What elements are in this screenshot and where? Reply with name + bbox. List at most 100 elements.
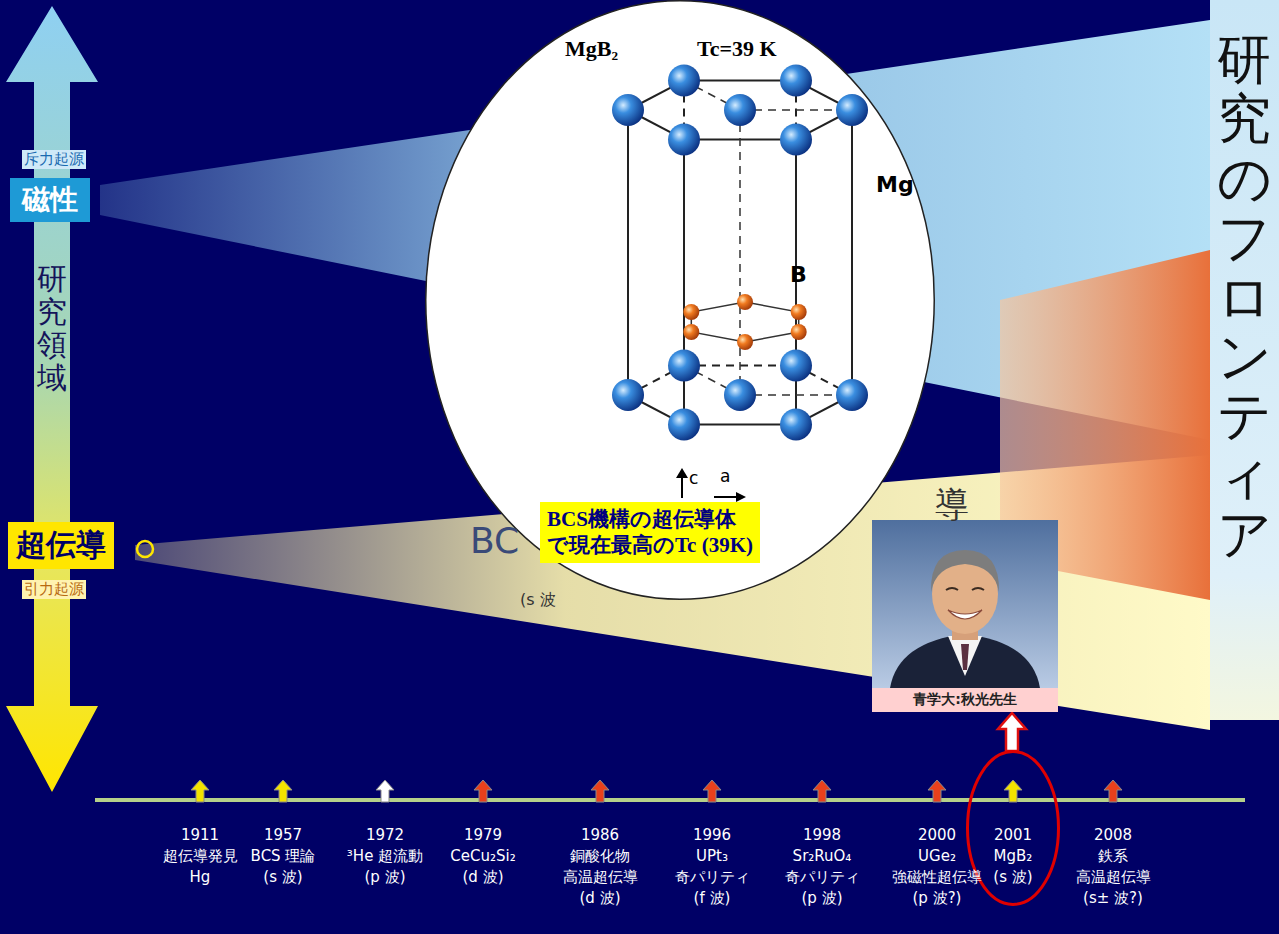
timeline-label: (p 波) [365,868,406,887]
node-text: 超伝導 [16,525,106,566]
node-text: 2001 [994,826,1032,844]
highlight-box: BCS機構の超伝導体で現在最高のTc (39K) [540,502,760,563]
boron-atom [737,294,753,310]
magnesium-atom [668,123,700,155]
timeline-axis [95,798,1245,802]
timeline-arrow [191,780,209,802]
boron-atom [791,304,807,320]
magnesium-atom [724,379,756,411]
axis-head [736,492,746,502]
node-text: 青学大:秋光先生 [872,688,1058,712]
cell-edge [851,110,853,395]
timeline-arrow [1104,780,1122,802]
timeline-arrow [1004,780,1022,802]
timeline-label: CeCu₂Si₂ [450,847,515,865]
timeline-arrow [376,780,394,802]
shirt [948,636,982,676]
boron-atom [683,324,699,340]
timeline-label: BCS 理論 [251,847,316,866]
timeline-label: UGe₂ [918,847,956,865]
cell-dash [739,110,741,395]
ellipse-shape [426,1,935,600]
year-label: 2000 [918,826,956,844]
origin-label: 斥力起源 [22,150,86,169]
cell-edge [684,423,796,425]
origin-circle [137,541,153,557]
axis-label: a [720,466,730,486]
suit [890,634,1040,688]
timeline-label: ³He 超流動 [347,847,423,866]
atom-label: B [790,262,807,287]
year-label: 1986 [581,826,619,844]
timeline-arrow [928,780,946,802]
timeline-label: 銅酸化物 [570,847,630,866]
structure-circle: MgB₂Tc=39 KBCS機構の超伝導体で現在最高のTc (39K) [425,0,935,600]
timeline-label: Hg [190,868,211,886]
timeline-arrow [703,780,721,802]
photo-frame: 青学大:秋光先生 [872,520,1058,712]
magnesium-atom [836,379,868,411]
cell-dash [740,109,852,111]
timeline-label: 奇パリティ [785,868,860,887]
magnesium-atom [836,94,868,126]
timeline-label: (d 波) [580,889,621,908]
magnetism-box: 磁性 [10,178,90,222]
timeline-arrow [813,780,831,802]
frontier-band [1210,0,1279,720]
portrait-photo [872,520,1058,688]
fragment-text: 導 [935,482,969,528]
axis-label: c [689,468,698,488]
year-label: 2008 [1094,826,1132,844]
timeline-label: (p 波?) [913,889,962,908]
cell-edge [684,80,796,82]
timeline-arrow [474,780,492,802]
node-text: (s 波) [993,868,1032,887]
year-label: 1979 [464,826,502,844]
tie [961,644,969,670]
timeline-arrow [274,780,292,802]
eyes [946,588,984,590]
timeline-label: Sr₂RuO₄ [793,847,852,865]
timeline-label: (p 波) [802,889,843,908]
timeline-label: 超伝導発見 [163,847,238,866]
cell-dash [740,394,852,396]
timeline-label: (d 波) [463,868,504,887]
node-text: 磁性 [22,181,78,219]
fragment-text: BC [470,520,519,561]
magnesium-atom [668,408,700,440]
magnesium-atom [780,408,812,440]
timeline-label: 高温超伝導 [1076,868,1151,887]
timeline-label: 高温超伝導 [563,868,638,887]
magnesium-atom [612,379,644,411]
year-label: 1911 [181,826,219,844]
axis-title: 研究領域 [37,262,67,394]
year-label: 1972 [366,826,404,844]
timeline-label: (s± 波?) [1083,889,1143,908]
hair [931,550,999,592]
year-label: 1998 [803,826,841,844]
cell-edge [627,110,629,395]
photo-ground [872,520,1058,688]
node-text: MgB₂ [565,36,618,62]
axis-head [676,468,688,478]
axis-line [714,496,738,498]
timeline-label: 鉄系 [1098,847,1128,866]
year-label: 1996 [693,826,731,844]
timeline-label: (s 波) [263,868,302,887]
fragment-text: (s 波 [520,590,556,611]
magnesium-atom [612,94,644,126]
magnesium-atom [724,94,756,126]
magnesium-atom [668,350,700,382]
boron-atom [737,334,753,350]
cell-edge [683,81,685,366]
timeline-label: 奇パリティ [675,868,750,887]
hollow-arrow [998,713,1026,751]
timeline-arrow [591,780,609,802]
magnesium-atom [780,65,812,97]
superconductivity-box: 超伝導 [8,522,114,569]
timeline-label: UPt₃ [696,847,728,865]
smile [948,610,982,619]
timeline-label: 強磁性超伝導 [892,868,982,887]
